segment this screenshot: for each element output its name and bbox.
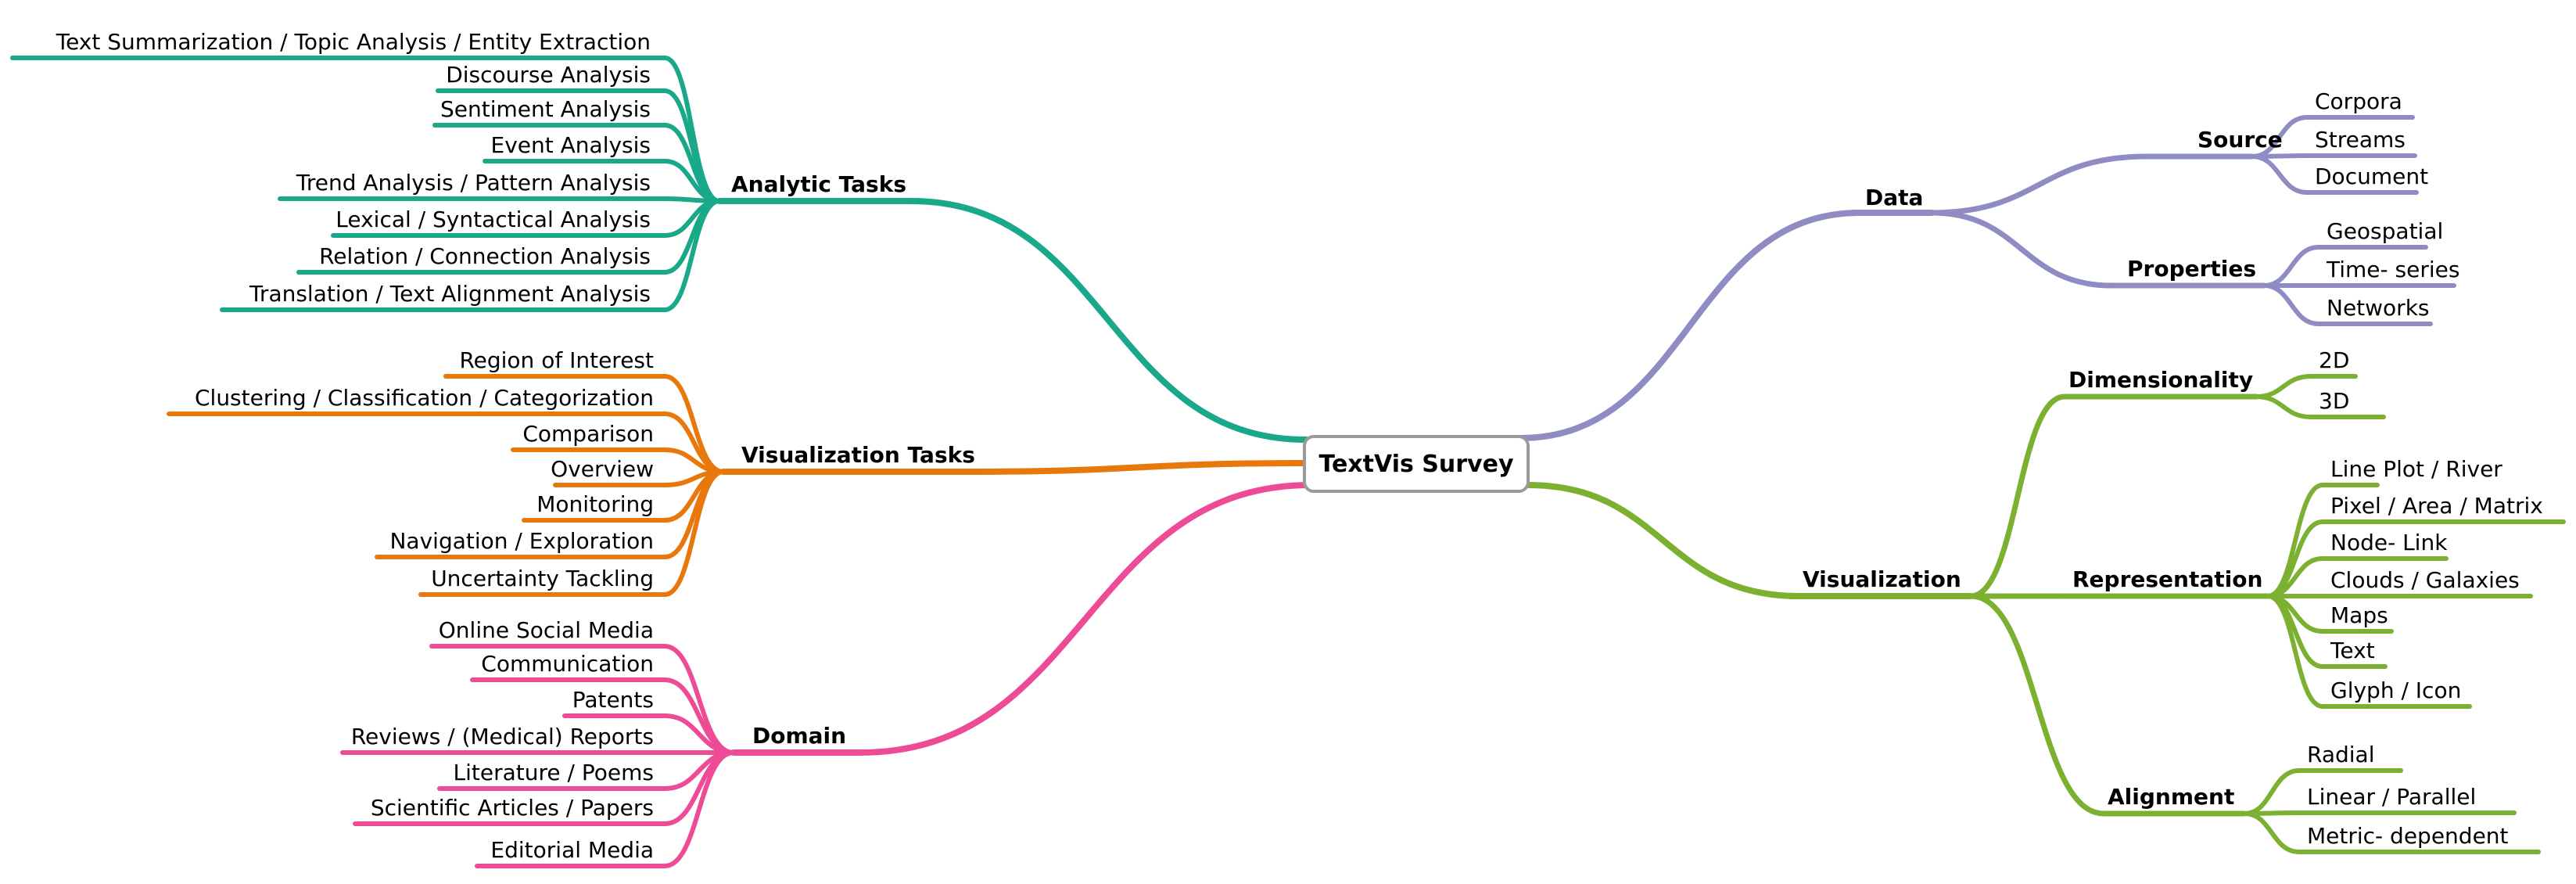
- visualization-leaf-connector: [2242, 811, 2302, 854]
- visualization-tasks-main-connector: [967, 460, 1308, 475]
- node-labels: Analytic Tasks Text Summarization / Topic…: [56, 29, 2543, 863]
- visualization-leaf: Glyph / Icon: [2330, 677, 2461, 703]
- domain-main-connector: [857, 482, 1314, 756]
- analytic-tasks-leaf: Trend Analysis / Pattern Analysis: [296, 170, 651, 196]
- visualization-leaf: Metric- dependent: [2307, 823, 2509, 849]
- visualization-leaf: Pixel / Area / Matrix: [2330, 493, 2543, 519]
- data-leaf: Geospatial: [2327, 218, 2443, 244]
- data-sub-connector: [1928, 153, 2150, 216]
- data-sub-label: Properties: [2127, 256, 2256, 282]
- visualization-tasks-leaf: Region of Interest: [459, 347, 654, 373]
- analytic-tasks-label: Analytic Tasks: [731, 171, 906, 197]
- visualization-tasks-leaf: Navigation / Exploration: [389, 528, 654, 554]
- visualization-sub-connector: [1968, 593, 2107, 817]
- analytic-tasks-leaf: Translation / Text Alignment Analysis: [249, 281, 651, 307]
- domain-leaf: Online Social Media: [439, 617, 654, 643]
- visualization-tasks-leaf: Overview: [551, 456, 654, 482]
- visualization-leaf: Linear / Parallel: [2307, 784, 2476, 810]
- domain-leaf: Communication: [481, 651, 654, 677]
- data-leaf: Time- series: [2326, 257, 2459, 282]
- visualization-sub-connector: [1968, 393, 2068, 599]
- root-node: TextVis Survey: [1303, 435, 1530, 493]
- visualization-tasks-leaf: Monitoring: [536, 491, 654, 517]
- domain-leaf: Scientific Articles / Papers: [371, 795, 654, 821]
- data-leaf-connector: [2262, 245, 2321, 288]
- visualization-leaf: 3D: [2319, 388, 2349, 414]
- visualization-tasks-label: Visualization Tasks: [741, 442, 975, 468]
- domain-leaf: Patents: [572, 687, 654, 713]
- analytic-tasks-leaf-connector: [662, 199, 722, 312]
- visualization-tasks-leaf-connector: [662, 469, 726, 597]
- visualization-label: Visualization: [1803, 566, 1961, 592]
- data-leaf-connector: [2262, 283, 2321, 326]
- domain-leaf-connector: [662, 750, 736, 868]
- data-sub-label: Source: [2197, 127, 2283, 153]
- analytic-tasks-leaf: Sentiment Analysis: [440, 96, 651, 122]
- domain-leaf: Literature / Poems: [454, 760, 654, 785]
- analytic-tasks-leaf: Text Summarization / Topic Analysis / En…: [56, 29, 651, 55]
- domain-label: Domain: [752, 723, 846, 749]
- data-main-connector: [1517, 210, 1863, 441]
- visualization-leaf: Line Plot / River: [2330, 456, 2502, 482]
- visualization-leaf-connector: [2242, 768, 2302, 816]
- analytic-tasks-leaf: Relation / Connection Analysis: [319, 243, 651, 269]
- visualization-leaf-connector: [2266, 594, 2325, 709]
- analytic-tasks-leaf: Event Analysis: [491, 132, 651, 158]
- data-sub-connector: [1928, 210, 2115, 289]
- analytic-tasks-leaf: Discourse Analysis: [446, 62, 651, 88]
- visualization-leaf: Maps: [2330, 602, 2388, 628]
- visualization-sub-label: Alignment: [2108, 784, 2234, 810]
- visualization-main-connector: [1525, 482, 1802, 599]
- root-node-box: [1303, 435, 1530, 493]
- domain-leaf: Reviews / (Medical) Reports: [351, 724, 654, 749]
- root-node-label: TextVis Survey: [1318, 451, 1513, 478]
- domain-leaf: Editorial Media: [490, 837, 654, 863]
- data-leaf-connector: [2250, 154, 2309, 195]
- visualization-leaf-connector: [2254, 394, 2313, 419]
- analytic-tasks-main-connector: [908, 198, 1309, 443]
- visualization-tasks-leaf: Clustering / Classification / Categoriza…: [195, 385, 654, 411]
- data-leaf: Document: [2315, 164, 2428, 189]
- data-leaf: Networks: [2327, 295, 2430, 321]
- visualization-leaf: Clouds / Galaxies: [2330, 567, 2520, 593]
- visualization-leaf: 2D: [2319, 347, 2349, 373]
- visualization-leaf-connector: [2254, 374, 2313, 399]
- visualization-leaf: Node- Link: [2330, 530, 2448, 555]
- visualization-tasks-leaf: Uncertainty Tackling: [431, 566, 654, 591]
- data-label: Data: [1865, 185, 1923, 210]
- visualization-leaf: Radial: [2307, 742, 2375, 767]
- visualization-tasks-leaf-connector: [662, 374, 726, 474]
- data-leaf: Corpora: [2315, 88, 2402, 114]
- visualization-sub-label: Representation: [2072, 566, 2262, 592]
- analytic-tasks-leaf: Lexical / Syntactical Analysis: [335, 207, 651, 232]
- visualization-tasks-leaf: Comparison: [522, 421, 654, 447]
- data-leaf: Streams: [2315, 127, 2406, 153]
- visualization-leaf: Text: [2330, 638, 2375, 663]
- connector-lines: [10, 56, 2566, 868]
- visualization-sub-label: Dimensionality: [2068, 367, 2253, 393]
